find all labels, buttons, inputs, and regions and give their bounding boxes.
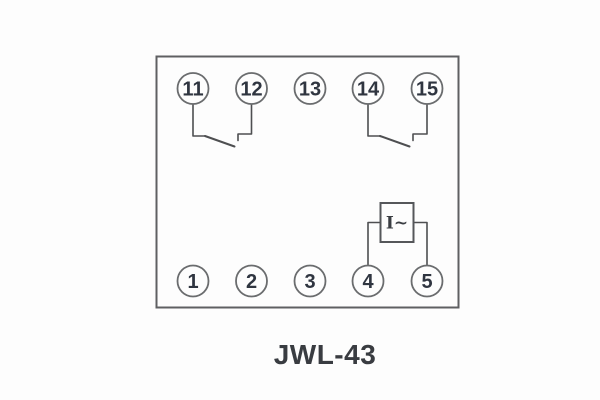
terminal-14-label: 14 — [357, 79, 380, 101]
contact-11-12-blade — [204, 135, 236, 148]
terminal-12-circle — [235, 72, 268, 105]
current-element: I~ — [367, 202, 428, 267]
contact-14-15 — [367, 103, 428, 148]
terminal-2-label: 2 — [246, 271, 257, 293]
contact-14-15-fixed-wire — [367, 103, 381, 137]
terminal-3: 3 — [293, 264, 327, 298]
terminal-11: 11 — [176, 72, 210, 105]
terminal-13: 13 — [293, 72, 327, 105]
terminal-1: 1 — [176, 264, 210, 298]
terminal-1-circle — [176, 264, 210, 298]
terminal-12-label: 12 — [240, 79, 262, 101]
model-label: JWL-43 — [274, 339, 377, 370]
wire-terminal4-to-element — [367, 221, 382, 267]
terminal-13-label: 13 — [299, 79, 321, 101]
terminal-row-bottom: 1 2 3 4 5 — [176, 264, 444, 298]
terminal-3-circle — [293, 264, 327, 298]
wire-terminal5-to-element — [412, 221, 428, 267]
terminal-14: 14 — [351, 72, 385, 105]
contact-14-15-anvil-wire — [412, 103, 428, 142]
terminal-5: 5 — [410, 264, 444, 298]
terminal-12: 12 — [235, 72, 268, 105]
terminal-5-circle — [410, 264, 444, 298]
relay-outline — [155, 55, 460, 309]
terminal-11-label: 11 — [182, 79, 203, 101]
terminal-11-circle — [176, 72, 210, 105]
terminal-4: 4 — [351, 264, 385, 298]
terminal-1-label: 1 — [187, 271, 198, 293]
contact-11-12-anvil-wire — [237, 103, 253, 142]
terminal-2: 2 — [235, 264, 268, 298]
terminal-15-label: 15 — [416, 79, 438, 101]
terminal-row-top: 11 12 13 14 15 — [176, 72, 444, 105]
contact-11-12 — [192, 103, 253, 148]
terminal-13-circle — [293, 72, 327, 105]
terminal-4-circle — [351, 264, 385, 298]
current-element-symbol: I~ — [386, 214, 408, 234]
terminal-15: 15 — [410, 72, 444, 105]
terminal-4-label: 4 — [362, 271, 374, 293]
terminal-3-label: 3 — [304, 271, 315, 293]
contact-14-15-blade — [379, 135, 411, 148]
contact-11-12-fixed-wire — [192, 103, 206, 137]
current-element-box — [379, 202, 415, 243]
terminal-2-circle — [235, 264, 268, 298]
terminal-15-circle — [410, 72, 444, 105]
terminal-14-circle — [351, 72, 385, 105]
terminal-5-label: 5 — [421, 271, 432, 293]
